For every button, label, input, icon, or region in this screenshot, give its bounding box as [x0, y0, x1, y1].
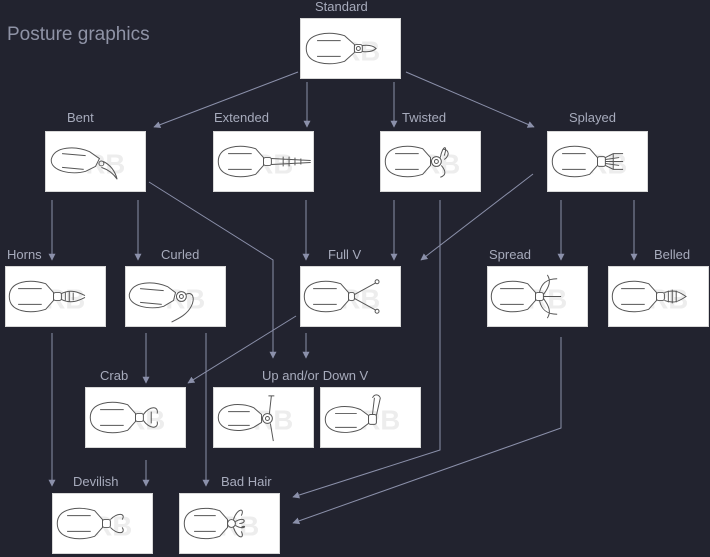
card-twisted: CRB: [380, 131, 481, 192]
label-crab: Crab: [100, 368, 129, 383]
page-title: Posture graphics: [7, 24, 150, 45]
label-bad-hair: Bad Hair: [221, 474, 272, 489]
card-splayed: CRB: [547, 131, 648, 192]
card-bad-hair: CRB: [179, 493, 280, 554]
label-splayed: Splayed: [569, 110, 616, 125]
label-horns: Horns: [7, 247, 42, 262]
label-twisted: Twisted: [402, 110, 447, 125]
card-extended: CRB: [213, 131, 314, 192]
card-standard: CRB: [300, 18, 401, 79]
card-belled: CRB: [608, 266, 709, 327]
card-spread: CRB: [487, 266, 588, 327]
label-standard: Standard: [315, 0, 368, 14]
label-up-down-v: Up and/or Down V: [262, 368, 369, 383]
label-spread: Spread: [489, 247, 531, 262]
card-full-v: CRB: [300, 266, 401, 327]
label-belled: Belled: [654, 247, 691, 262]
card-crab: CRB: [85, 387, 186, 448]
card-up-down-v-1: CRB: [213, 387, 314, 448]
card-curled: CRB: [125, 266, 226, 327]
arrow-spread-badhair: [292, 337, 562, 525]
arrow-twisted-badhair: [292, 200, 441, 499]
arrow-standard-bent: [153, 71, 299, 129]
card-up-down-v-2: CRB: [320, 387, 421, 448]
label-curled: Curled: [161, 247, 200, 262]
card-horns: CRB: [5, 266, 106, 327]
label-extended: Extended: [214, 110, 269, 125]
label-bent: Bent: [67, 110, 94, 125]
arrow-standard-splayed: [405, 71, 535, 128]
arrow-bent-updown: [148, 181, 277, 359]
card-bent: CRB: [45, 131, 146, 192]
label-full-v: Full V: [328, 247, 362, 262]
label-devilish: Devilish: [73, 474, 119, 489]
card-devilish: CRB: [52, 493, 153, 554]
